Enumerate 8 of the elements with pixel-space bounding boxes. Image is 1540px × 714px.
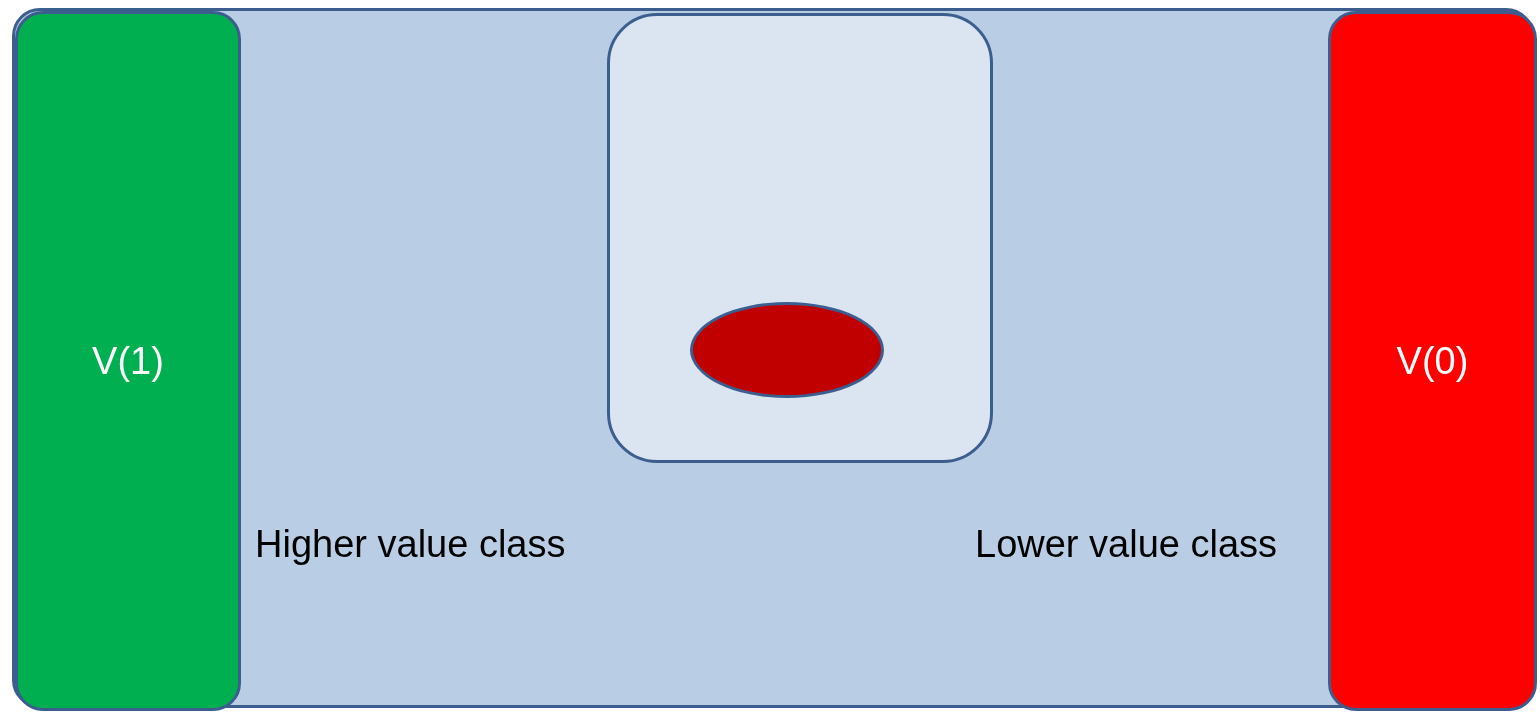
value-bar <box>15 11 241 711</box>
class-label: Higher value class <box>255 523 566 566</box>
inner-panel <box>607 13 993 463</box>
outer-panel <box>12 8 1534 708</box>
bar-label: V(0) <box>1396 339 1469 383</box>
value-bar <box>1328 11 1537 711</box>
bar-label: V(1) <box>92 339 164 383</box>
class-label: Lower value class <box>975 523 1278 566</box>
